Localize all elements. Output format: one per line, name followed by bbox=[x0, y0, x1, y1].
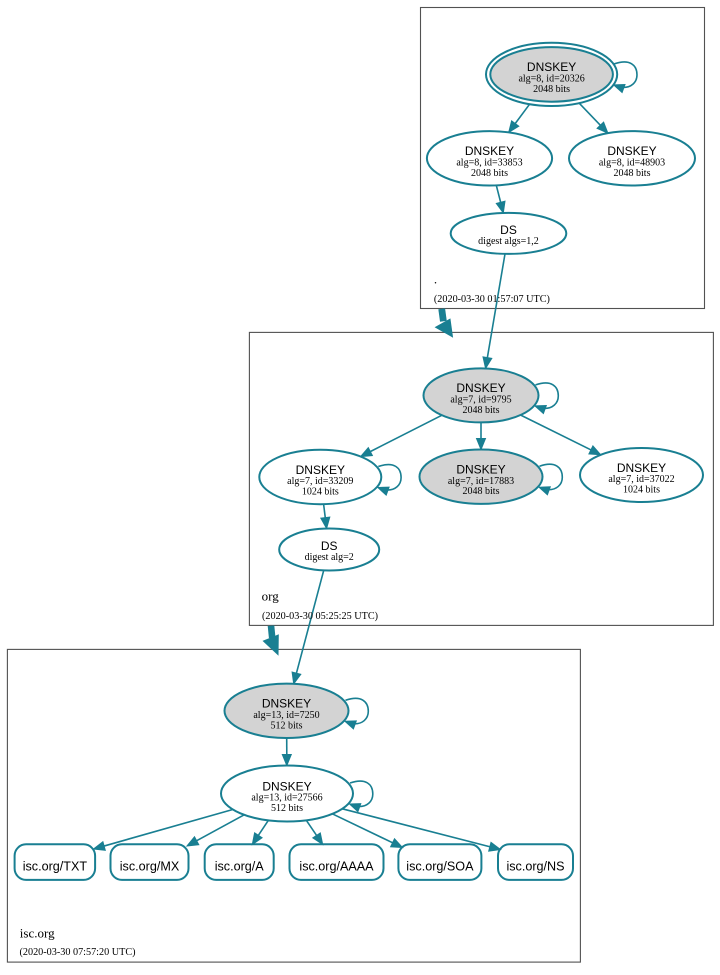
svg-text:DNSKEY: DNSKEY bbox=[262, 779, 311, 793]
svg-text:isc.org/A: isc.org/A bbox=[215, 859, 265, 873]
svg-text:(2020-03-30 07:57:20 UTC): (2020-03-30 07:57:20 UTC) bbox=[20, 947, 136, 958]
svg-text:DNSKEY: DNSKEY bbox=[465, 144, 514, 158]
svg-text:DNSKEY: DNSKEY bbox=[617, 461, 666, 475]
svg-text:2048 bits: 2048 bits bbox=[463, 405, 500, 416]
svg-text:alg=8, id=48903: alg=8, id=48903 bbox=[599, 158, 665, 169]
svg-text:isc.org: isc.org bbox=[20, 926, 55, 941]
svg-text:digest alg=2: digest alg=2 bbox=[305, 552, 354, 563]
svg-text:org: org bbox=[262, 589, 280, 604]
svg-text:isc.org/AAAA: isc.org/AAAA bbox=[299, 859, 374, 873]
svg-text:isc.org/MX: isc.org/MX bbox=[120, 859, 180, 873]
svg-text:(2020-03-30 05:25:25 UTC): (2020-03-30 05:25:25 UTC) bbox=[262, 611, 378, 622]
svg-text:2048 bits: 2048 bits bbox=[471, 168, 508, 179]
svg-text:.: . bbox=[434, 272, 437, 287]
svg-text:alg=7, id=9795: alg=7, id=9795 bbox=[450, 395, 511, 406]
svg-text:DNSKEY: DNSKEY bbox=[607, 144, 656, 158]
svg-text:digest algs=1,2: digest algs=1,2 bbox=[478, 236, 539, 247]
svg-text:DNSKEY: DNSKEY bbox=[262, 697, 311, 711]
svg-text:DNSKEY: DNSKEY bbox=[527, 60, 576, 74]
svg-text:1024 bits: 1024 bits bbox=[623, 485, 660, 496]
svg-text:2048 bits: 2048 bits bbox=[463, 486, 500, 497]
svg-text:alg=13, id=27566: alg=13, id=27566 bbox=[251, 793, 322, 804]
svg-text:alg=7, id=17883: alg=7, id=17883 bbox=[448, 476, 514, 487]
svg-text:DS: DS bbox=[321, 539, 338, 553]
svg-text:alg=7, id=37022: alg=7, id=37022 bbox=[608, 474, 674, 485]
svg-text:2048 bits: 2048 bits bbox=[533, 84, 570, 95]
svg-text:alg=7, id=33209: alg=7, id=33209 bbox=[287, 476, 353, 487]
svg-text:(2020-03-30 01:57:07 UTC): (2020-03-30 01:57:07 UTC) bbox=[434, 294, 550, 305]
svg-text:alg=8, id=33853: alg=8, id=33853 bbox=[456, 158, 522, 169]
svg-text:DNSKEY: DNSKEY bbox=[456, 381, 505, 395]
svg-text:512 bits: 512 bits bbox=[271, 720, 303, 731]
svg-text:alg=13, id=7250: alg=13, id=7250 bbox=[253, 710, 319, 721]
svg-text:isc.org/TXT: isc.org/TXT bbox=[23, 859, 88, 873]
svg-text:isc.org/SOA: isc.org/SOA bbox=[406, 859, 474, 873]
svg-text:1024 bits: 1024 bits bbox=[302, 487, 339, 498]
svg-text:DNSKEY: DNSKEY bbox=[296, 463, 345, 477]
svg-text:isc.org/NS: isc.org/NS bbox=[506, 859, 564, 873]
svg-text:DS: DS bbox=[500, 223, 517, 237]
svg-text:512 bits: 512 bits bbox=[271, 803, 303, 814]
svg-text:alg=8, id=20326: alg=8, id=20326 bbox=[518, 74, 584, 85]
svg-text:DNSKEY: DNSKEY bbox=[456, 463, 505, 477]
svg-text:2048 bits: 2048 bits bbox=[614, 168, 651, 179]
